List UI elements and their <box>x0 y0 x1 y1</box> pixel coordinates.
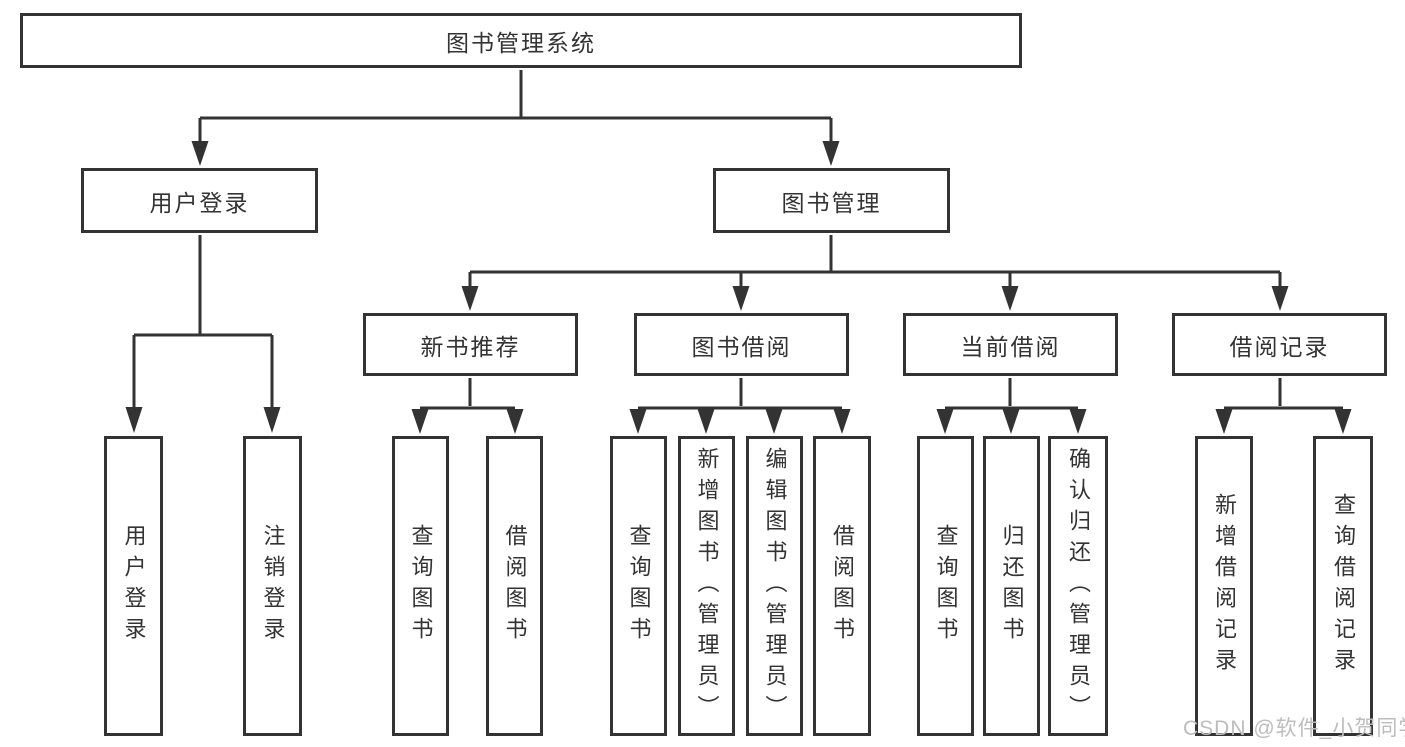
arrow-down-icons <box>125 141 1352 434</box>
leaf-query-borrow-record: 查询借阅记录 <box>1313 436 1373 736</box>
leaf-confirm-return-admin: 确认归还（管理员） <box>1048 436 1108 736</box>
arrow-down-icon <box>732 286 750 311</box>
csdn-watermark: CSDN @软件_小贺同学 <box>1183 717 1405 740</box>
arrow-down-icon <box>263 407 281 433</box>
leaf-return-book: 归还图书 <box>983 436 1040 736</box>
leaf-add-borrow-record: 新增借阅记录 <box>1195 436 1253 736</box>
leaf-user-login: 用户登录 <box>104 436 163 736</box>
arrow-down-icon <box>1271 286 1289 311</box>
leaf-borrow-books-recommend: 借阅图书 <box>486 436 543 736</box>
leaf-borrow-books-borrowing: 借阅图书 <box>813 436 871 736</box>
node-book-borrowing: 图书借阅 <box>634 313 849 376</box>
arrow-down-icon <box>1334 409 1352 434</box>
leaf-query-books-recommend: 查询图书 <box>392 436 449 736</box>
arrow-down-icon <box>1215 409 1233 434</box>
arrow-down-icon <box>1002 409 1020 434</box>
arrow-down-icon <box>936 409 954 434</box>
node-current-borrowing: 当前借阅 <box>903 313 1118 376</box>
arrow-down-icon <box>833 409 851 434</box>
leaf-query-books-current: 查询图书 <box>917 436 974 736</box>
arrow-down-icon <box>765 409 783 434</box>
arrow-down-icon <box>697 409 715 434</box>
arrow-down-icon <box>629 409 647 434</box>
arrow-down-icon <box>506 409 524 434</box>
leaf-add-book-admin: 新增图书（管理员） <box>678 436 735 736</box>
node-new-book-recommendation: 新书推荐 <box>363 313 578 376</box>
leaf-logout: 注销登录 <box>243 436 302 736</box>
arrow-down-icon <box>191 141 209 166</box>
arrow-down-icon <box>125 407 143 433</box>
node-library-management-system: 图书管理系统 <box>20 13 1022 68</box>
arrow-down-icon <box>822 141 840 166</box>
node-borrowing-records: 借阅记录 <box>1172 313 1387 376</box>
node-user-login: 用户登录 <box>81 168 318 233</box>
arrow-down-icon <box>411 409 429 434</box>
arrow-down-icon <box>1069 409 1087 434</box>
tree-lines <box>132 70 1343 410</box>
node-book-management: 图书管理 <box>713 168 950 233</box>
arrow-down-icon <box>461 286 479 311</box>
leaf-query-books-borrowing: 查询图书 <box>610 436 667 736</box>
leaf-edit-book-admin: 编辑图书（管理员） <box>746 436 803 736</box>
arrow-down-icon <box>1001 286 1019 311</box>
